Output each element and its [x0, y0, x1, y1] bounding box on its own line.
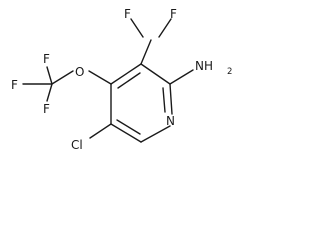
molecule-drawing: F F O F F F Cl N NH 2: [11, 7, 232, 152]
bond-ring-c2-n-double: [162, 87, 166, 113]
atom-nitrogen: N: [166, 114, 175, 128]
bond-chf2-ring: [140, 39, 152, 65]
atom-amine-label: NH: [195, 59, 213, 73]
atom-oxygen: O: [75, 65, 84, 79]
bond-cf-left: [130, 18, 144, 38]
atom-fluorine-2: F: [170, 7, 177, 21]
bond-c4-o: [88, 70, 112, 85]
bond-cf3-f-top: [46, 66, 53, 85]
bond-c5-cl: [89, 123, 112, 139]
bond-cf-right: [158, 18, 172, 38]
bond-ring-c4-c3-double: [117, 72, 141, 89]
atom-fluorine-1: F: [124, 7, 131, 21]
bond-cf3-f-bottom: [46, 83, 53, 102]
atom-chlorine: Cl: [71, 138, 83, 152]
bond-c2-nh2: [169, 69, 194, 85]
bond-o-cf3: [51, 70, 74, 85]
atom-amine-subscript: 2: [227, 67, 232, 77]
bond-ring-c6-c5: [110, 123, 142, 143]
bond-ring-c6-c5-double: [116, 119, 141, 135]
atom-fluorine-3: F: [43, 52, 50, 66]
atom-fluorine-4: F: [11, 78, 18, 92]
structure-diagram: F F O F F F Cl N NH 2: [0, 0, 238, 158]
atom-fluorine-5: F: [43, 102, 50, 116]
bond-ring-n-c6: [140, 125, 171, 143]
bond-ring-c3-c2: [140, 63, 171, 85]
atom-labels: F F O F F F Cl N NH 2: [11, 7, 232, 152]
bond-ring-c2-n: [169, 83, 173, 115]
bond-ring-c4-c3: [110, 63, 142, 85]
bonds: [22, 18, 194, 143]
